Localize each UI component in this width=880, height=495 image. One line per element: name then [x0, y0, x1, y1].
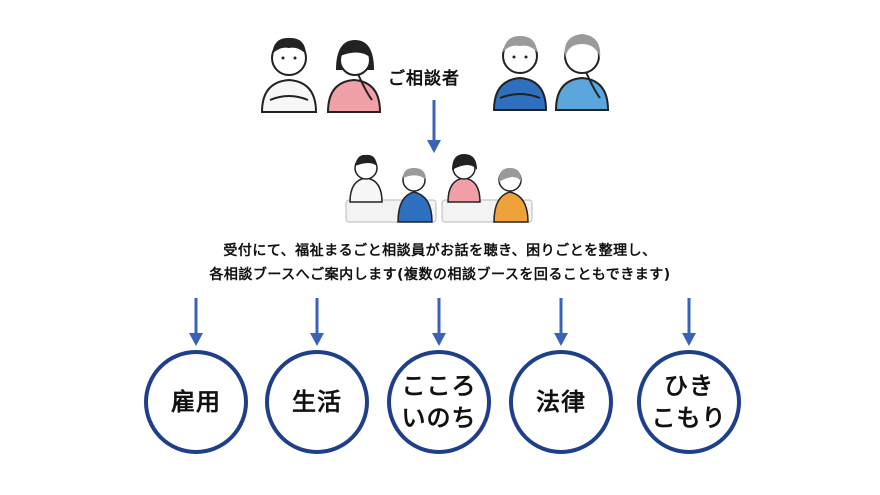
booth-living: 生活: [265, 350, 369, 454]
booth-label-line: こもり: [651, 404, 727, 432]
booth-hikikomori: ひき こもり: [637, 350, 741, 454]
counseling-session-icon: [345, 154, 437, 223]
arrow-down-booth-2: [310, 298, 324, 346]
counseling-session-icon: [441, 154, 533, 223]
older-woman-worried-icon: [554, 34, 610, 111]
booth-law: 法律: [509, 350, 613, 454]
booth-label: ひき こもり: [652, 370, 727, 434]
arrow-down-booth-4: [554, 298, 568, 346]
booth-label-line: 法律: [536, 388, 586, 416]
booth-label: こころ いのち: [402, 370, 477, 434]
booth-mind-life: こころ いのち: [387, 350, 491, 454]
booth-label-line: いのち: [401, 404, 477, 432]
booth-label-line: ひき: [664, 372, 714, 400]
booth-label-line: こころ: [401, 372, 477, 400]
booth-label-line: 雇用: [171, 388, 221, 416]
older-man-arms-crossed-icon: [492, 36, 548, 111]
arrow-down-booth-1: [189, 298, 203, 346]
description-line-1: 受付にて、福祉まるごと相談員がお話を聴き、困りごとを整理し、: [223, 243, 657, 259]
booth-label: 雇用: [171, 386, 221, 418]
young-man-arms-crossed-icon: [260, 37, 318, 113]
arrow-down-booth-3: [432, 298, 446, 346]
consultee-label: ご相談者: [388, 69, 460, 89]
arrow-down-booth-5: [682, 298, 696, 346]
booth-label: 法律: [536, 386, 586, 418]
booth-label-line: 生活: [292, 388, 342, 416]
arrow-down-1: [427, 100, 441, 153]
description-line-2: 各相談ブースへご案内します(複数の相談ブースを回ることもできます): [209, 267, 671, 283]
booth-label: 生活: [292, 386, 342, 418]
booth-employment: 雇用: [144, 350, 248, 454]
young-woman-worried-icon: [326, 40, 382, 113]
